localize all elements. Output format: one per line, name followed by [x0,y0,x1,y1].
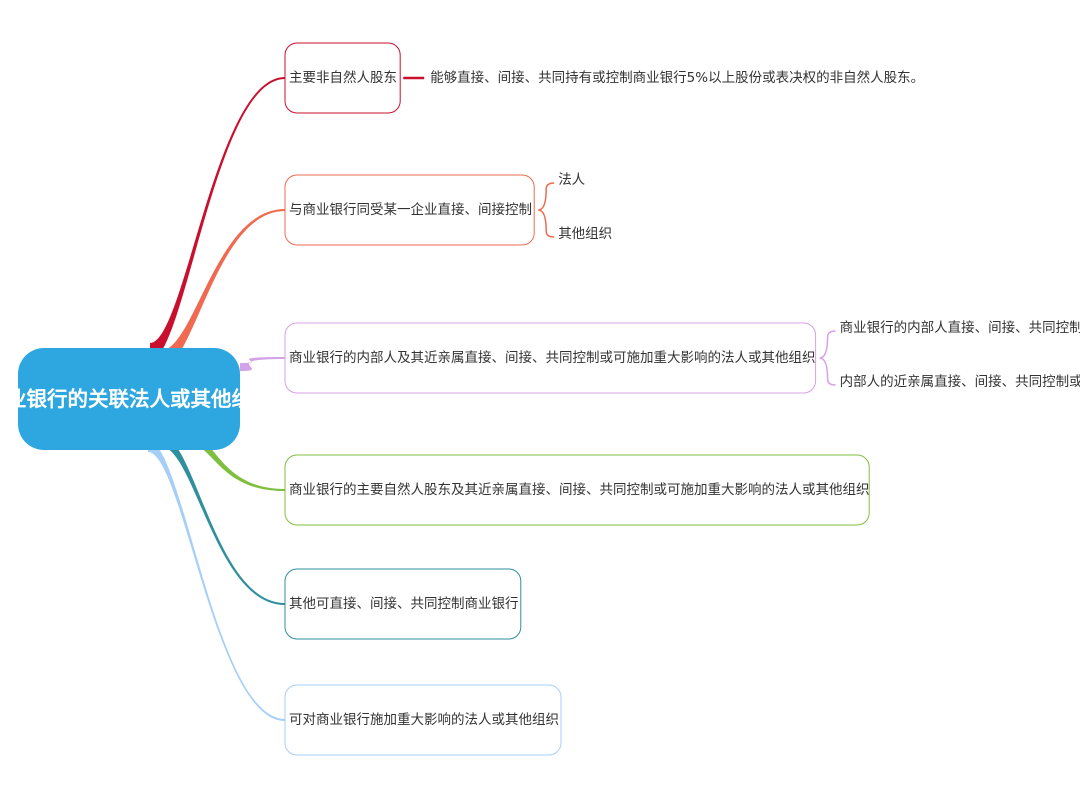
branch-node[interactable] [284,174,535,246]
branch-node[interactable] [284,322,817,394]
leaf-connector [538,182,555,238]
branch-connector [240,357,285,371]
leaf-connector [819,330,836,386]
branch-connector [148,440,285,721]
mindmap-nodes: 商业银行的关联法人或其他组织 主要非自然人股东 能够直接、间接、共同持有或控制商业银… [0,42,1080,756]
leaf-node-label[interactable]: 商业银行的内部人直接、间接、共同控制或可施加重大影响的法人或其他组织 [840,319,1080,336]
branch-connector [160,209,285,369]
root-node-label: 商业银行的关联法人或其他组织 [0,387,273,411]
branch-node[interactable] [284,568,522,640]
branch-node-label: 商业银行的内部人及其近亲属直接、间接、共同控制或可施加重大影响的法人或其他组织 [289,349,816,366]
branch-node[interactable] [284,454,870,526]
branch-connector [160,434,285,605]
branch-node-label: 与商业银行同受某一企业直接、间接控制 [289,201,532,218]
branch-node-label: 可对商业银行施加重大影响的法人或其他组织 [289,712,559,728]
leaf-node-label[interactable]: 内部人的近亲属直接、间接、共同控制或可施加重大影响的法人或其他组织 [840,373,1080,390]
leaf-node-label[interactable]: 其他组织 [558,226,612,242]
branch-node-label: 主要非自然人股东 [289,69,397,86]
leaf-node-label[interactable]: 法人 [558,172,585,188]
branch-node[interactable] [284,684,562,756]
branch-node[interactable] [284,42,401,114]
branch-node-label: 其他可直接、间接、共同控制商业银行 [289,595,519,612]
branch-connector [150,77,285,361]
root-node[interactable] [18,348,240,450]
branch-node-label: 商业银行的主要自然人股东及其近亲属直接、间接、共同控制或可施加重大影响的法人或其… [289,481,870,498]
leaf-node-label[interactable]: 能够直接、间接、共同持有或控制商业银行5%以上股份或表决权的非自然人股东。 [430,69,924,86]
